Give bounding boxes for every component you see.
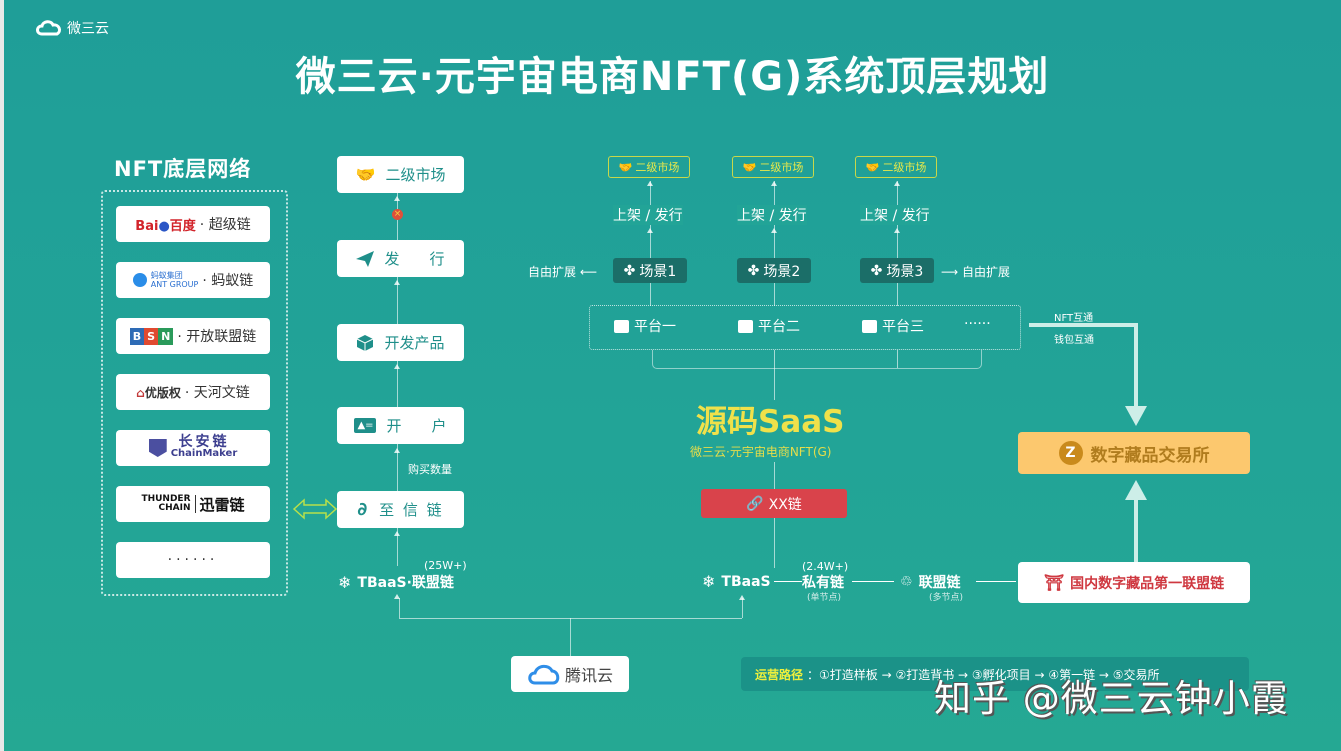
grid-icon: ✤ xyxy=(870,262,883,279)
tencent-cloud-icon xyxy=(528,664,560,685)
digital-collectibles-exchange: Z 数字藏品交易所 xyxy=(1018,432,1250,474)
recycle-icon: ♲ xyxy=(900,574,913,590)
scene-3: ✤场景3 xyxy=(860,258,934,283)
step-open-account: ▲= 开 户 xyxy=(337,407,464,444)
folder-icon xyxy=(738,319,753,333)
up-arrow-shaft xyxy=(1134,498,1138,562)
handshake-icon: 🤝 xyxy=(355,165,376,184)
scene3-market: 🤝二级市场 xyxy=(855,156,937,178)
paper-plane-icon xyxy=(356,250,375,267)
platform-2: 平台二 xyxy=(738,316,800,336)
interop-arrow-v xyxy=(1134,323,1138,408)
private-chain: 私有链 xyxy=(802,575,844,591)
scene1-market: 🤝二级市场 xyxy=(608,156,690,178)
nft-network-title: NFT底层网络 xyxy=(114,157,252,181)
snowflake-icon: ❄ xyxy=(702,572,716,591)
diagram-canvas: 微三云 微三云·元宇宙电商NFT(G)系统顶层规划 NFT底层网络 Bai●百度… xyxy=(4,0,1341,751)
platform-1: 平台一 xyxy=(614,316,676,336)
step-develop-product: 开发产品 xyxy=(337,324,464,361)
scene3-shelf: 上架 / 发行 xyxy=(860,205,930,225)
ops-steps: ：①打造样板 → ②打造背书 → ③孵化项目 → ④第一链 → ⑤交易所 xyxy=(807,667,1160,682)
saas-title: 源码SaaS xyxy=(696,404,845,440)
scene2-market: 🤝二级市场 xyxy=(732,156,814,178)
box-icon xyxy=(357,334,374,351)
tbaas-count: (25W+) xyxy=(424,559,467,572)
platform-bracket xyxy=(652,350,982,369)
scene1-shelf: 上架 / 发行 xyxy=(613,205,683,225)
network-item-more: ······ xyxy=(116,542,270,578)
id-card-icon: ▲= xyxy=(354,418,377,433)
grid-icon: ✤ xyxy=(623,262,636,279)
step-secondary-market: 🤝 二级市场 xyxy=(337,156,464,193)
network-item-tianhe: ⌂优版权 · 天河文链 xyxy=(116,374,270,410)
handshake-icon: 🤝 xyxy=(618,160,633,174)
scene2-shelf: 上架 / 发行 xyxy=(737,205,807,225)
handshake-icon: 🤝 xyxy=(865,160,880,174)
ops-key: 运营路径 xyxy=(755,667,804,682)
youbanquan-icon: ⌂优版权 xyxy=(136,385,181,400)
scene-1: ✤场景1 xyxy=(613,258,687,283)
step-issue: 发 行 xyxy=(337,240,464,277)
folder-icon xyxy=(614,319,629,333)
watermark: 知乎 @微三云钟小霞 xyxy=(934,677,1289,720)
ding-vessel-icon: ⛩ xyxy=(1043,573,1065,592)
platform-3: 平台三 xyxy=(862,316,924,336)
saas-subtitle: 微三云·元宇宙电商NFT(G) xyxy=(690,445,832,459)
down-arrow-icon xyxy=(1125,406,1147,426)
grid-icon: ✤ xyxy=(747,262,760,279)
buy-quantity-label: 购买数量 xyxy=(408,463,452,476)
z-logo-icon: Z xyxy=(1058,441,1083,465)
up-arrow-icon xyxy=(1125,480,1147,500)
left-flow-line xyxy=(397,193,398,566)
network-item-baidu: Bai●百度 · 超级链 xyxy=(116,206,270,242)
alliance-chain: ♲ 联盟链 xyxy=(900,574,961,591)
network-item-chainmaker: 长安链 ChainMaker xyxy=(116,430,270,466)
scene-2: ✤场景2 xyxy=(737,258,811,283)
private-note: (单节点) xyxy=(807,593,842,603)
chainmaker-icon xyxy=(148,439,167,457)
logo-text: 微三云 xyxy=(67,21,109,37)
xx-chain-button: 🔗 XX链 xyxy=(701,489,847,518)
page-title: 微三云·元宇宙电商NFT(G)系统顶层规划 xyxy=(295,54,1050,100)
baidu-paw-icon: Bai●百度 xyxy=(135,218,196,234)
platform-more: ······ xyxy=(964,316,991,332)
private-count: (2.4W+) xyxy=(802,560,849,573)
nft-interop-label: NFT互通 xyxy=(1054,313,1094,324)
handshake-icon: 🤝 xyxy=(742,160,757,174)
step-zhixin-chain: ∂ 至 信 链 xyxy=(337,491,464,528)
operations-path: 运营路径 ：①打造样板 → ②打造背书 → ③孵化项目 → ④第一链 → ⑤交易… xyxy=(741,657,1249,691)
cloud-logo-icon xyxy=(36,20,62,36)
snowflake-icon: ❄ xyxy=(338,572,352,592)
interop-arrow-h xyxy=(1029,323,1138,327)
first-alliance-chain: ⛩ 国内数字藏品第一联盟链 xyxy=(1018,562,1250,603)
tencent-cloud-badge: 腾讯云 xyxy=(511,656,629,692)
extend-left-label: 自由扩展 ⟵ xyxy=(528,265,598,279)
zhixin-chain-icon: ∂ xyxy=(357,499,370,520)
alliance-note: (多节点) xyxy=(929,593,964,603)
ant-group-icon xyxy=(132,273,147,287)
blocked-marker-icon: × xyxy=(392,209,403,220)
platform-group xyxy=(589,305,1021,350)
tbaas-center: ❄ TBaaS xyxy=(702,572,771,591)
double-arrow-icon xyxy=(292,498,338,520)
extend-right-label: ⟶ 自由扩展 xyxy=(941,265,1011,279)
brand-logo: 微三云 xyxy=(34,18,109,38)
tbaas-alliance-chain: ❄ TBaaS·联盟链 xyxy=(338,572,454,592)
link-icon: 🔗 xyxy=(746,495,764,512)
nft-network-group xyxy=(101,190,288,596)
wallet-interop-label: 钱包互通 xyxy=(1054,335,1094,346)
folder-icon xyxy=(862,319,877,333)
